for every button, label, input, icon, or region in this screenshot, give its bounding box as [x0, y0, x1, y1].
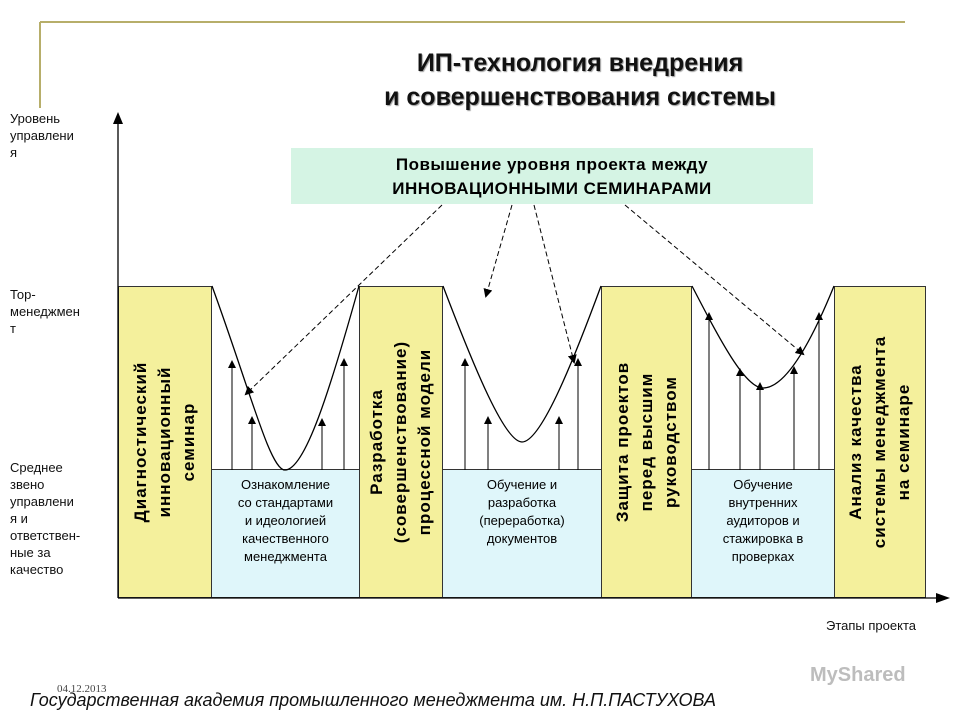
slide-date: 04.12.2013: [57, 683, 107, 695]
curve-dip-3: [691, 285, 835, 389]
stage-work-auditors: Обучение внутренних аудиторов и стажиров…: [691, 469, 835, 598]
title-line-2: и совершенствования системы: [384, 83, 776, 111]
stage-seminar-project-defense: Защита проектов перед высшим руководство…: [601, 286, 692, 598]
x-axis-label: Этапы проекта: [826, 618, 916, 633]
stage-seminar-process-model: Разработка (совершенствование) процессно…: [359, 286, 443, 598]
banner-arrows: [244, 204, 805, 396]
watermark-logo: MyShared: [810, 664, 906, 686]
stage-seminar-quality-analysis: Анализ качества системы менеджмента на с…: [834, 286, 926, 598]
stage-work-documents: Обучение и разработка (переработка) доку…: [442, 469, 602, 598]
level-middle-management: Среднее звено управлени я и ответствен- …: [10, 460, 81, 577]
banner-line-1: Повышение уровня проекта между: [395, 155, 709, 174]
stage-work-standards: Ознакомление со стандартами и идеологией…: [211, 469, 360, 598]
y-axis-label: Уровень управлени я: [10, 111, 74, 160]
footer-organization: Государственная академия промышленного м…: [30, 690, 716, 710]
x-axis: [118, 593, 950, 603]
curve-dip-2: [442, 285, 602, 443]
growth-arrows: [228, 312, 823, 470]
slide-title: ИП-технология внедрения и совершенствова…: [300, 46, 860, 114]
level-top-management: Тор- менеджмен т: [10, 287, 80, 336]
y-axis: [113, 112, 123, 598]
curve-dip-1: [211, 285, 360, 471]
seminar-banner: Повышение уровня проекта между ИННОВАЦИО…: [291, 148, 813, 204]
title-line-1: ИП-технология внедрения: [416, 49, 744, 77]
banner-line-2: ИННОВАЦИОННЫМИ СЕМИНАРАМИ: [392, 179, 712, 198]
